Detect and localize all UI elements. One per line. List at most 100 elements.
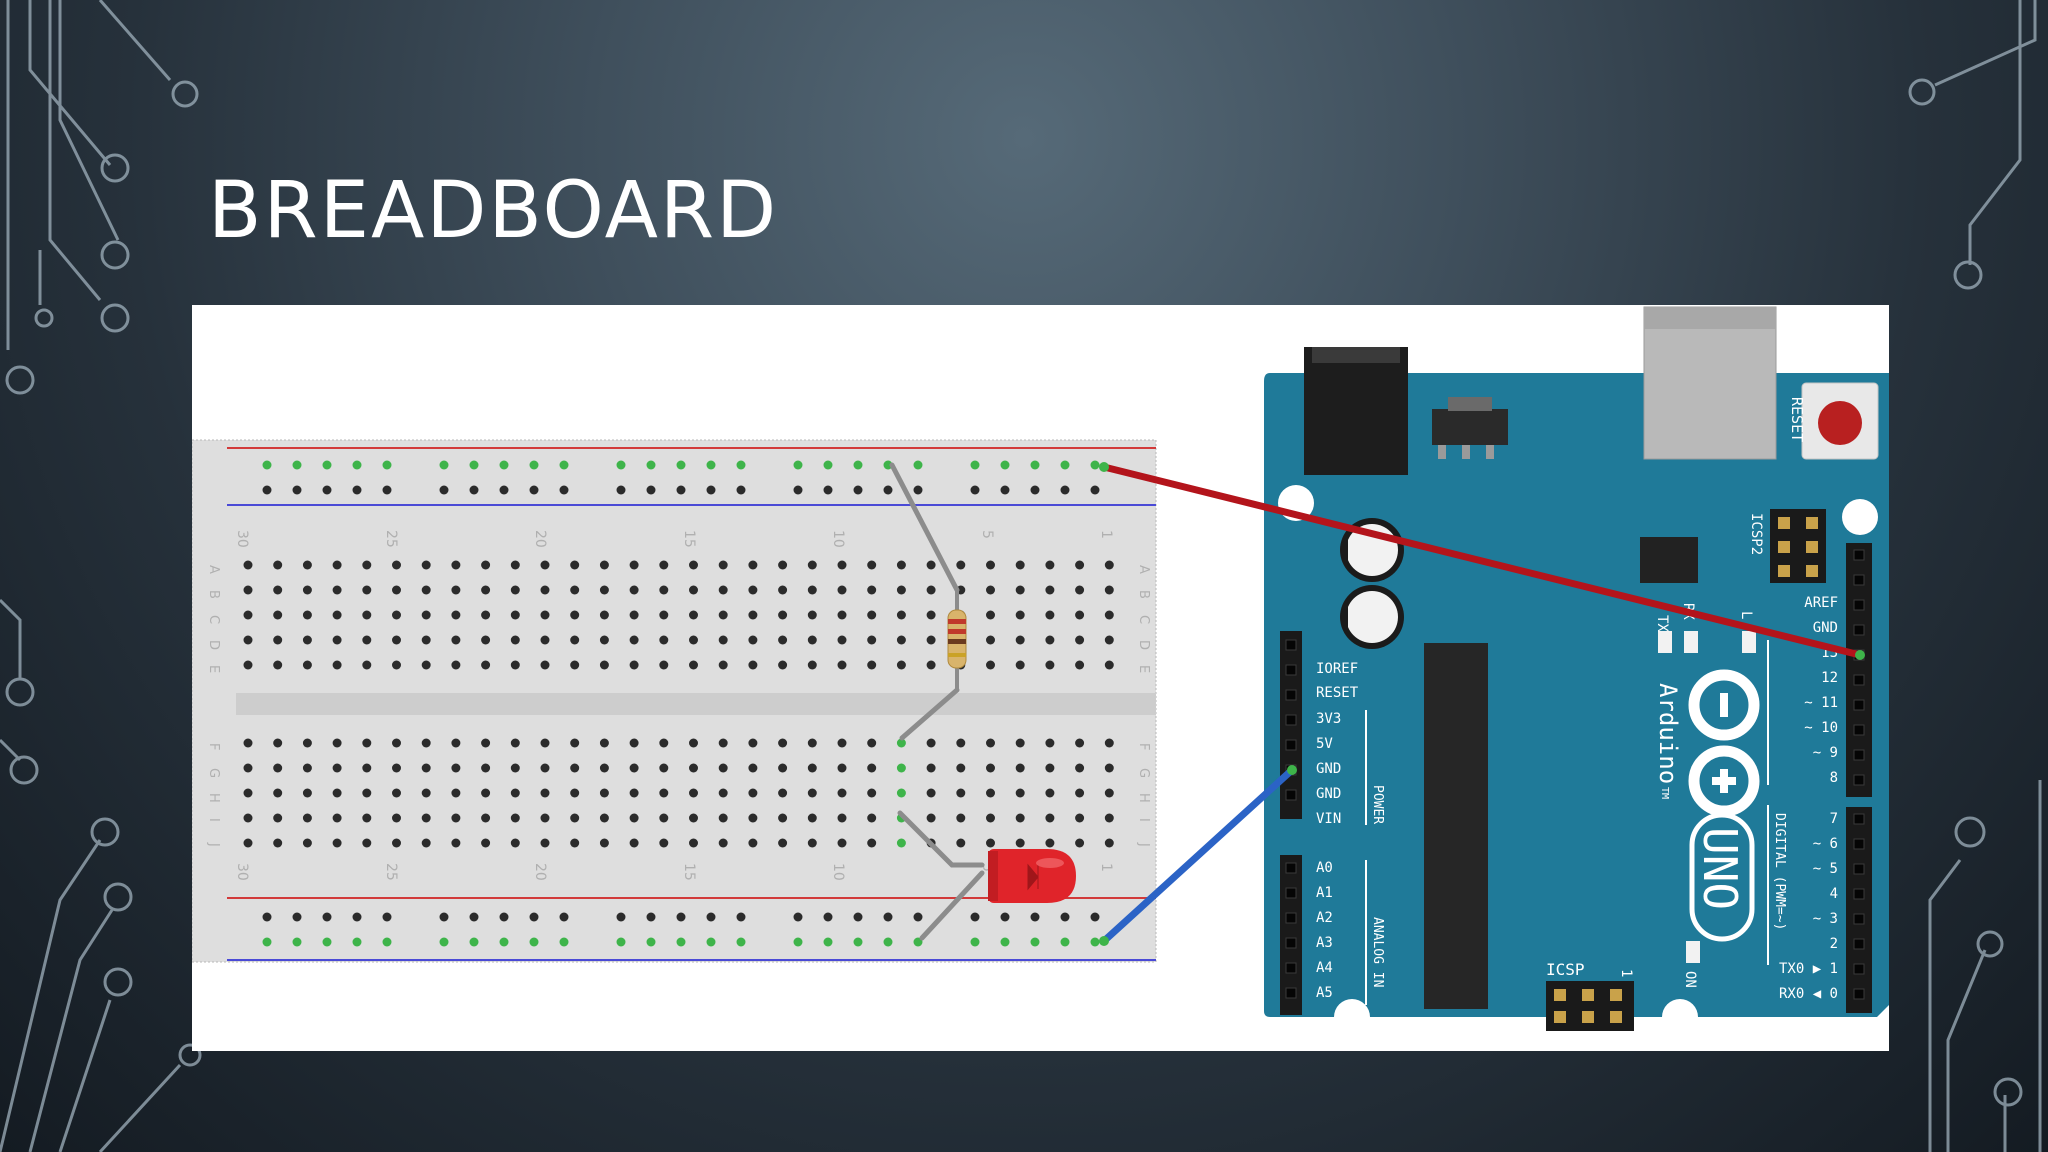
- rail-hole: [1060, 460, 1070, 470]
- pin-label-1: TX0 ▶ 1: [1779, 961, 1838, 977]
- breadboard-hole: [718, 788, 728, 798]
- breadboard-hole: [451, 660, 461, 670]
- pin-label-a0: A0: [1316, 860, 1333, 876]
- header-pin: [1853, 863, 1865, 875]
- breadboard-hole: [629, 660, 639, 670]
- breadboard-hole: [956, 738, 966, 748]
- breadboard-hole: [1104, 738, 1114, 748]
- breadboard-hole: [273, 838, 283, 848]
- row-letter: A: [1136, 565, 1151, 574]
- breadboard-hole: [481, 610, 491, 620]
- header-pin: [1853, 938, 1865, 950]
- breadboard-hole: [570, 585, 580, 595]
- red-wire: [1100, 463, 1864, 659]
- breadboard-hole: [481, 738, 491, 748]
- pin-label-gnd: GND: [1316, 761, 1341, 777]
- breadboard-hole: [1075, 763, 1085, 773]
- breadboard-hole: [540, 738, 550, 748]
- rail-hole: [883, 485, 893, 495]
- breadboard-hole: [1104, 660, 1114, 670]
- breadboard-hole: [243, 560, 253, 570]
- breadboard-hole: [748, 838, 758, 848]
- breadboard-hole: [421, 635, 431, 645]
- rail-hole: [616, 460, 626, 470]
- rail-hole: [292, 937, 302, 947]
- breadboard-hole: [837, 610, 847, 620]
- col-number: 25: [383, 863, 399, 881]
- breadboard-hole: [659, 610, 669, 620]
- breadboard-hole: [956, 763, 966, 773]
- rail-hole: [736, 485, 746, 495]
- pin-label-6: ~ 6: [1813, 836, 1838, 852]
- arduino-uno-board: RESET ICSP2 TX RX L: [1264, 306, 1889, 1035]
- breadboard-hole: [510, 660, 520, 670]
- breadboard-hole: [986, 788, 995, 798]
- breadboard-hole: [243, 738, 253, 748]
- row-letter: D: [206, 640, 221, 650]
- breadboard-hole: [867, 635, 877, 645]
- col-number: 5: [979, 530, 995, 539]
- rail-hole: [913, 912, 923, 922]
- breadboard-hole: [540, 585, 550, 595]
- breadboard-hole: [748, 610, 758, 620]
- circuit-diagram: 30 25 20 15 10 5 1 30 25 20 15 10 5 1 A …: [192, 306, 1889, 1035]
- breadboard-hole: [481, 585, 491, 595]
- rail-hole: [262, 485, 272, 495]
- pin-label-gnd-digital: GND: [1813, 620, 1838, 636]
- breadboard-hole: [926, 763, 936, 773]
- breadboard-hole: [926, 660, 936, 670]
- breadboard-hole: [481, 838, 491, 848]
- breadboard-hole: [778, 738, 788, 748]
- breadboard-hole: [718, 610, 728, 620]
- breadboard-hole: [540, 763, 550, 773]
- rail-hole: [1090, 460, 1100, 470]
- breadboard-hole: [451, 560, 461, 570]
- slide-title: BREADBOARD: [208, 166, 779, 256]
- breadboard-hole: [629, 585, 639, 595]
- rail-hole: [706, 485, 716, 495]
- breadboard-hole: [659, 585, 669, 595]
- rail-hole: [823, 912, 833, 922]
- breadboard-hole: [629, 738, 639, 748]
- breadboard-hole: [451, 788, 461, 798]
- breadboard-hole: [659, 788, 669, 798]
- breadboard-hole: [629, 763, 639, 773]
- breadboard-hole: [629, 610, 639, 620]
- breadboard-hole: [659, 560, 669, 570]
- rail-hole: [970, 937, 980, 947]
- red-led: [988, 849, 1076, 903]
- rail-hole: [883, 937, 893, 947]
- rail-hole: [529, 485, 539, 495]
- breadboard-hole: [599, 738, 609, 748]
- breadboard-hole: [570, 610, 580, 620]
- breadboard-hole: [273, 660, 283, 670]
- rail-hole: [823, 460, 833, 470]
- rail-hole: [322, 485, 332, 495]
- breadboard-hole: [510, 560, 520, 570]
- rail-hole: [292, 460, 302, 470]
- row-letter: C: [1136, 615, 1151, 624]
- breadboard-hole: [807, 788, 817, 798]
- breadboard-hole: [302, 813, 312, 823]
- breadboard-hole: [926, 585, 936, 595]
- power-header-label: POWER: [1370, 785, 1385, 824]
- breadboard-hole: [1075, 813, 1085, 823]
- breadboard-hole: [599, 838, 609, 848]
- trademark-mark: TM: [1659, 787, 1670, 799]
- breadboard-hole: [451, 838, 461, 848]
- breadboard-hole: [421, 788, 431, 798]
- breadboard-hole: [540, 610, 550, 620]
- row-letter: H: [1136, 793, 1151, 803]
- breadboard-hole: [867, 585, 877, 595]
- breadboard-hole: [451, 610, 461, 620]
- breadboard-hole: [570, 560, 580, 570]
- breadboard-hole: [481, 813, 491, 823]
- pin-label-5: ~ 5: [1813, 861, 1838, 877]
- breadboard-hole: [659, 763, 669, 773]
- header-pin: [1853, 913, 1865, 925]
- rail-hole: [382, 485, 392, 495]
- breadboard-hole: [1045, 763, 1055, 773]
- breadboard-hole: [599, 763, 609, 773]
- rail-hole: [499, 937, 509, 947]
- analog-header-label: ANALOG IN: [1370, 917, 1385, 987]
